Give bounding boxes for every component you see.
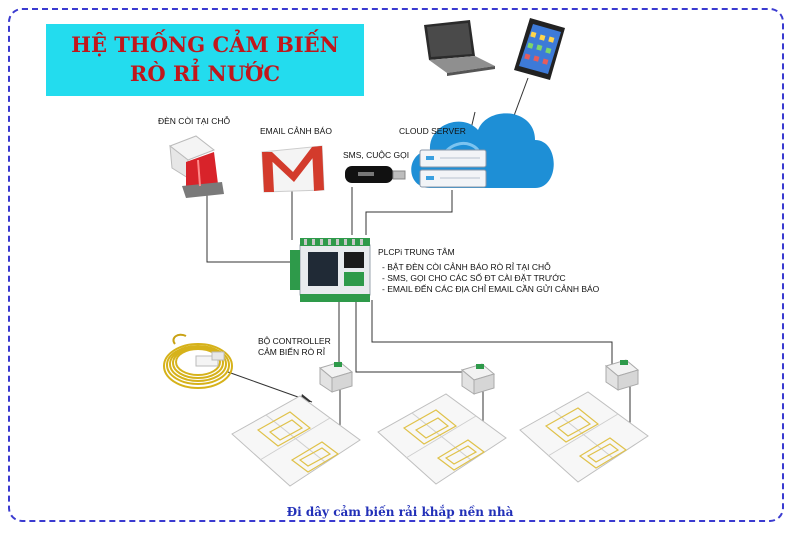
wire-siren: [206, 190, 300, 263]
wire-ctrl-3: [371, 300, 613, 368]
sensor-cable-coil-icon: [163, 333, 233, 389]
dashed-frame: [8, 8, 784, 522]
email-label: EMAIL CẢNH BÁO: [260, 126, 332, 136]
plc-controller-icon: [290, 238, 371, 302]
cloud-server-label: CLOUD SERVER: [399, 126, 466, 136]
siren-label: ĐÈN CÒI TẠI CHỖ: [158, 116, 231, 126]
wire-server: [365, 190, 453, 235]
usb-modem-icon: [345, 166, 406, 183]
controller-label: BỘ CONTROLLER CẢM BIẾN RÒ RỈ: [258, 336, 331, 358]
plc-feature-list: - BẬT ĐÈN CÒI CẢNH BÁO RÒ RỈ TẠI CHỖ - S…: [382, 262, 599, 295]
plc-feature-1: - BẬT ĐÈN CÒI CẢNH BÁO RÒ RỈ TẠI CHỖ: [382, 262, 551, 272]
plc-feature-3: - EMAIL ĐẾN CÁC ĐỊA CHỈ EMAIL CẦN GỬI CẢ…: [382, 284, 600, 294]
sensor-module-icon: [460, 363, 496, 395]
controller-label-line-1: BỘ CONTROLLER: [258, 336, 331, 346]
footer-caption: Đi dây cảm biến rải khắp nền nhà: [286, 505, 514, 519]
plc-feature-2: - SMS, GỌI CHO CÁC SỐ ĐT CÀI ĐẶT TRƯỚC: [382, 273, 566, 283]
siren-light-icon: [168, 135, 224, 198]
title-line-2: RÒ RỈ NƯỚC: [129, 61, 281, 86]
sms-label: SMS, CUỘC GỌI: [343, 150, 410, 160]
floor-tile-sensor-icon: [519, 391, 649, 483]
floor-tile-sensor-icon: [231, 395, 361, 487]
sensor-module-icon: [318, 361, 354, 393]
wire-ctrl-2: [355, 300, 462, 373]
sensor-module-icon: [604, 359, 640, 391]
title-line-1: HỆ THỐNG CẢM BIẾN: [71, 32, 339, 57]
title-box: HỆ THỐNG CẢM BIẾN RÒ RỈ NƯỚC: [46, 24, 364, 96]
smartphone-icon: [514, 18, 565, 80]
controller-label-line-2: CẢM BIẾN RÒ RỈ: [258, 347, 326, 357]
laptop-icon: [424, 20, 495, 76]
server-icon: [419, 149, 487, 188]
plc-label: PLCPi TRUNG TÂM: [378, 247, 455, 257]
floor-tile-sensor-icon: [377, 393, 507, 485]
gmail-icon: [261, 145, 325, 193]
sensor-connector-icon: [195, 351, 225, 367]
